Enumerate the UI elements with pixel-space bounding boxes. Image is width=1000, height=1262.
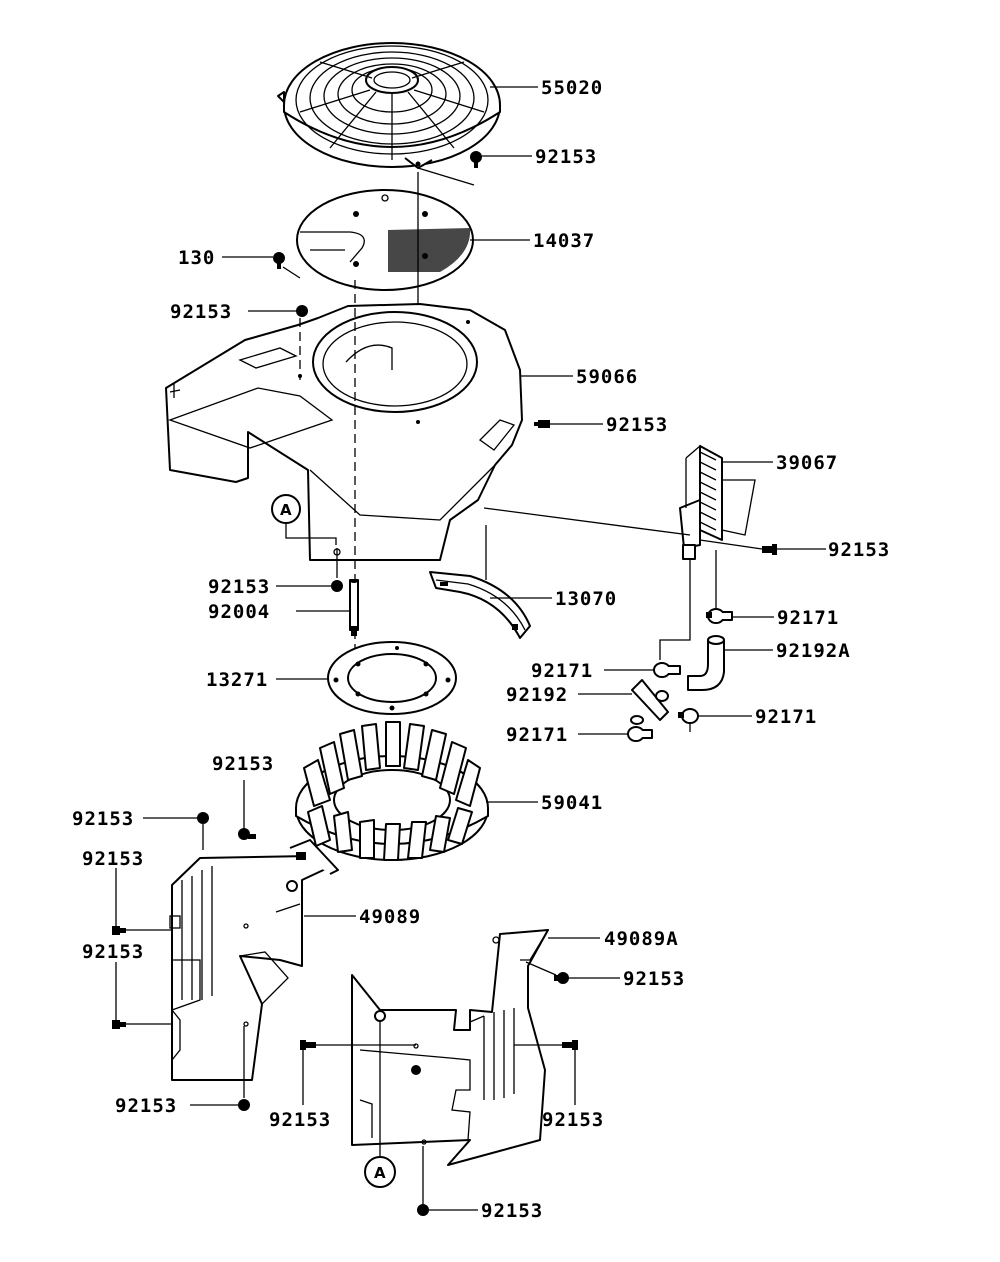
label-92192A: 92192A (776, 640, 851, 662)
blower-shroud-59066[interactable] (165, 303, 523, 561)
label-92153-l2: 92153 (82, 848, 144, 870)
label-92153-rectifier: 92153 (828, 539, 890, 561)
screw-92153-r3[interactable] (562, 1040, 578, 1050)
nut-92153-shroud[interactable] (296, 305, 308, 317)
label-92171-c: 92171 (506, 724, 568, 746)
screw-92153-rectifier[interactable] (762, 544, 777, 555)
nut-92153-stud[interactable] (331, 580, 343, 592)
cover-49089A[interactable] (351, 929, 550, 1166)
reference-a-bottom: A (364, 1156, 396, 1188)
label-92004: 92004 (208, 601, 270, 623)
nut-92153-l4[interactable] (238, 1099, 250, 1111)
screw-92153-top[interactable] (470, 151, 482, 168)
label-92153-r3: 92153 (542, 1109, 604, 1131)
label-55020: 55020 (541, 77, 603, 99)
clamp-92171-b[interactable] (653, 662, 681, 678)
screw-92153-r2[interactable] (300, 1040, 316, 1050)
clamp-92171-a[interactable] (706, 608, 733, 624)
screw-92153-side[interactable] (534, 420, 550, 428)
label-92171-d: 92171 (755, 706, 817, 728)
label-92153-l4: 92153 (115, 1095, 177, 1117)
label-92153-r2: 92153 (269, 1109, 331, 1131)
clamp-92171-d[interactable] (678, 708, 699, 732)
label-59041: 59041 (541, 792, 603, 814)
label-92153-stud: 92153 (208, 576, 270, 598)
label-92153-fan: 92153 (212, 753, 274, 775)
clamp-92171-c[interactable] (627, 726, 653, 742)
cover-49089[interactable] (169, 839, 339, 1081)
screw-92153-r1[interactable] (554, 972, 569, 984)
guard-plate-14037[interactable] (296, 189, 474, 291)
label-92153-shroud: 92153 (170, 301, 232, 323)
label-130: 130 (178, 247, 215, 269)
cooling-fan-59041[interactable] (295, 721, 489, 861)
svg-text:A: A (280, 501, 292, 519)
bolt-92153-fan[interactable] (238, 828, 256, 840)
label-13271: 13271 (206, 669, 268, 691)
plate-13271[interactable] (327, 641, 457, 715)
baffle-13070[interactable] (429, 571, 531, 639)
label-92171-b: 92171 (531, 660, 593, 682)
label-92192: 92192 (506, 684, 568, 706)
label-39067: 39067 (776, 452, 838, 474)
screw-92153-l3[interactable] (112, 1020, 126, 1029)
label-92153-l3: 92153 (82, 941, 144, 963)
label-92153-r1: 92153 (623, 968, 685, 990)
label-14037: 14037 (533, 230, 595, 252)
label-49089: 49089 (359, 906, 421, 928)
hose-92192[interactable] (630, 679, 669, 725)
label-92171-a: 92171 (777, 607, 839, 629)
nut-right-cover-inner (411, 1065, 421, 1075)
nut-92153-bottom[interactable] (417, 1204, 429, 1216)
stud-92004[interactable] (349, 579, 359, 636)
label-13070: 13070 (555, 588, 617, 610)
nut-130[interactable] (273, 252, 285, 269)
rectifier-39067[interactable] (679, 444, 756, 560)
screw-92153-l2[interactable] (112, 926, 126, 935)
label-92153-top: 92153 (535, 146, 597, 168)
fan-screen-55020[interactable] (277, 42, 501, 169)
label-59066: 59066 (576, 366, 638, 388)
label-92153-l1: 92153 (72, 808, 134, 830)
label-92153-side: 92153 (606, 414, 668, 436)
reference-a-top: A (271, 494, 301, 524)
nut-92153-l1[interactable] (197, 812, 209, 824)
hose-92192A[interactable] (687, 635, 725, 691)
label-49089A: 49089A (604, 928, 679, 950)
label-92153-bottom: 92153 (481, 1200, 543, 1222)
svg-text:A: A (374, 1164, 386, 1182)
